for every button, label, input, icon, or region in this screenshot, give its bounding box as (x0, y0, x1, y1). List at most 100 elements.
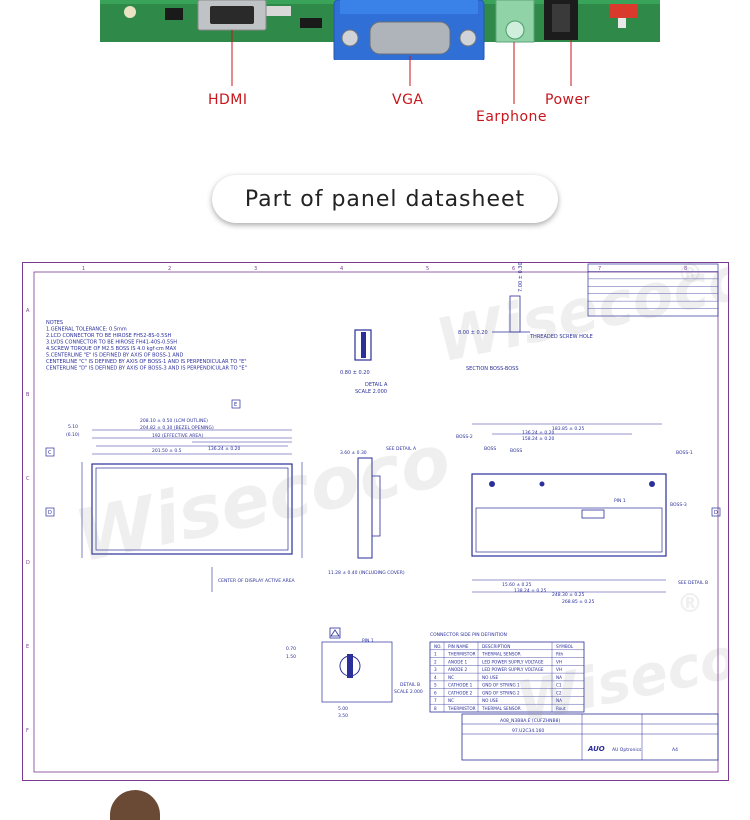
chip (300, 18, 322, 28)
pin-table-cell: VH (556, 667, 562, 672)
thickness-dim: 11.28 ± 0.40 (INCLUDING COVER) (328, 570, 405, 576)
back-dim-4: 15.60 ± 0.25 (502, 582, 532, 588)
pin-table-cell: C1 (556, 683, 562, 688)
power-label: Power (545, 92, 590, 108)
grid-number: 5 (426, 266, 429, 272)
pin-table-cell: 5 (434, 683, 437, 688)
vga-label: VGA (392, 92, 424, 108)
detail-b: PIN 1 DETAIL B SCALE 2.000 0.70 1.50 5.0… (286, 627, 423, 719)
note-line: NOTES (46, 320, 63, 326)
vga-screw (459, 29, 477, 47)
pin-table-cell: C2 (556, 690, 562, 695)
next-section-edge (110, 790, 160, 820)
detail-b-pin: PIN 1 (362, 638, 374, 644)
side-view: 3.60 ± 0.30 SEE DETAIL A 11.28 ± 0.40 (I… (328, 446, 417, 576)
back-view: 183.85 ± 0.25 136.24 ± 0.20 158.24 ± 0.2… (456, 423, 708, 605)
pin-table-cell: GND OF STRING 2 (482, 690, 520, 695)
front-dim-3: 192 (EFFECTIVE AREA) (152, 433, 203, 439)
grid-number: 3 (254, 266, 257, 272)
pin-table-cell: Rth (556, 652, 564, 657)
detail-b-dim-1: 0.70 (286, 646, 296, 652)
pin-table-cell: Rout (556, 706, 566, 711)
pin-table-header: DESCRIPTION (482, 644, 510, 649)
pin-table-cell: CATHODE 1 (448, 683, 473, 688)
note-line: 3.LVDS CONNECTOR TO BE HIROSE FH41-40S-0… (46, 340, 177, 346)
pin-table-cell: 7 (434, 698, 437, 703)
board-photo (0, 0, 750, 60)
boss-label-b: BOSS (510, 448, 522, 454)
title-model: A08_N3B8A.E (CUFZHNB8) (500, 718, 561, 724)
pin-table-cell: THERMISTOR (447, 652, 476, 657)
pin-table-title: CONNECTOR SIDE PIN DEFINITION (430, 632, 507, 638)
boss-1-label: BOSS-1 (676, 450, 693, 456)
pin-definition-table: CONNECTOR SIDE PIN DEFINITION NO.PIN NAM… (429, 632, 585, 713)
see-detail-b: SEE DETAIL B (678, 580, 708, 586)
center-label: CENTER OF DISPLAY ACTIVE AREA (218, 578, 296, 584)
vga-screw (341, 29, 359, 47)
grid-number: 1 (82, 266, 85, 272)
grid-number: 6 (512, 266, 515, 272)
pin-table-cell: CATHODE 2 (448, 690, 473, 695)
connector-pin (618, 18, 626, 28)
detail-b-scale: SCALE 2.000 (394, 689, 423, 695)
component (265, 6, 291, 16)
grid-number: 8 (684, 266, 687, 272)
grid-number: 7 (598, 266, 601, 272)
grid-letter: C (26, 476, 30, 482)
marker-c: C (48, 450, 52, 456)
detail-b-title: DETAIL B (400, 682, 420, 688)
left-dim-1: 5.10 (68, 424, 78, 430)
marker-d2: D (714, 510, 718, 516)
pin1-label: PIN 1 (614, 498, 626, 504)
chip (165, 8, 183, 20)
back-dim-7: 268.85 ± 0.25 (562, 599, 595, 605)
boss-2-label: BOSS-2 (456, 434, 473, 440)
pin-table-cell: 2 (434, 659, 437, 664)
pin-table-cell: NC (448, 675, 454, 680)
detail-a-dim: 0.80 ± 0.20 (340, 370, 370, 376)
pcb-hole (124, 6, 136, 18)
revision-block (587, 263, 719, 317)
left-dim-2: (6.10) (66, 432, 80, 438)
pin-table-cell: ANODE 2 (448, 667, 467, 672)
vga-shell (369, 21, 451, 55)
pin-table-cell: THERMISTOR (447, 706, 476, 711)
back-dim-5: 138.24 ± 0.25 (514, 588, 547, 594)
label-pointers (231, 30, 572, 104)
pin-table-cell: LED POWER SUPPLY VOLTAGE (482, 667, 544, 672)
hdmi-label: HDMI (208, 92, 248, 108)
detail-b-dim-2: 1.50 (286, 654, 296, 660)
sheet-inner-frame (33, 271, 719, 773)
section-label: SECTION BOSS-BOSS (466, 366, 519, 372)
pin-table-header: SYMBOL (556, 644, 574, 649)
thread-dim-1: 7.00 ± 0.30 (518, 262, 524, 292)
grid-letter: B (26, 392, 30, 398)
see-detail-a: SEE DETAIL A (386, 446, 417, 452)
front-view: 208.10 ± 0.50 (LCM OUTLINE) 204.82 ± 0.3… (66, 418, 303, 592)
back-dim-3: 158.24 ± 0.20 (522, 436, 555, 442)
company-name: AU Optronics (612, 747, 642, 753)
detail-a-scale: SCALE 2.000 (355, 389, 387, 395)
earphone-label: Earphone (476, 109, 547, 125)
note-line: 1.GENERAL TOLERANCE: 0.5mm (46, 327, 127, 333)
auo-logo: AUO (587, 745, 605, 753)
grid-number: 4 (340, 266, 343, 272)
grid-letter: F (26, 728, 29, 734)
pin-table-cell: 3 (434, 667, 437, 672)
grid-letter: D (26, 560, 30, 566)
note-line: CENTERLINE "D" IS DEFINED BY AXIS OF BOS… (46, 366, 247, 372)
detail-b-dim-3: 5.00 (338, 706, 348, 712)
marker-d: D (48, 510, 52, 516)
watermark-mark: ® (677, 262, 703, 289)
thread-dim-2: 8.00 ± 0.20 (458, 330, 488, 336)
earphone-hole (505, 20, 525, 40)
power-opening (552, 4, 570, 32)
pin-table-cell: ANODE 1 (448, 659, 467, 664)
title-part: 97.U2C34.160 (512, 728, 544, 734)
section-title-pill: Part of panel datasheet (212, 175, 558, 223)
pin-table-cell: 8 (434, 706, 437, 711)
